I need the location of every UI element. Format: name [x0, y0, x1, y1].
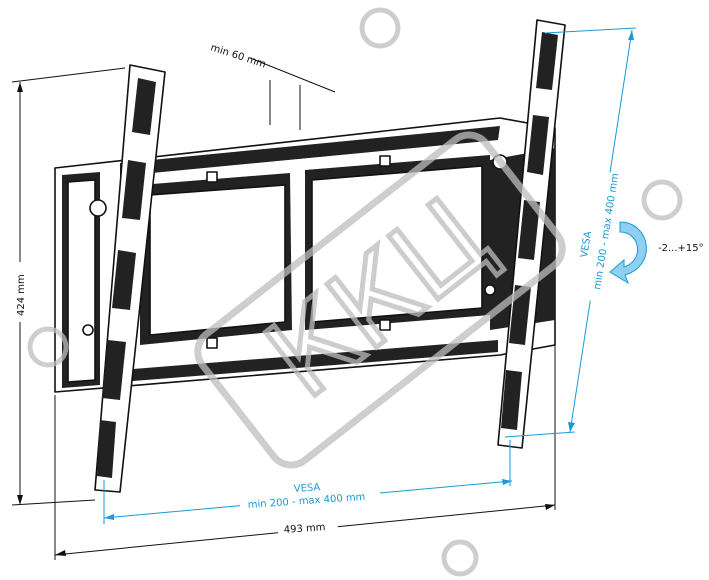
- dimension-height: 424 mm: [11, 67, 126, 506]
- dimension-vesa-horizontal: VESA min 200 - max 400 mm: [103, 440, 513, 524]
- tilt-indicator: -2...+15°: [609, 221, 704, 285]
- right-arm: [484, 19, 566, 449]
- width-label: 493 mm: [283, 522, 325, 536]
- vesa-h-title: VESA: [293, 482, 320, 495]
- dimension-min-depth: min 60 mm: [209, 42, 336, 130]
- left-arm: [82, 64, 166, 493]
- vesa-v-title: VESA: [579, 230, 594, 258]
- height-label: 424 mm: [16, 274, 27, 316]
- dimension-width: 493 mm: [54, 345, 556, 560]
- tilt-label: -2...+15°: [658, 243, 704, 254]
- tilt-arrow-icon: [609, 221, 647, 285]
- min-depth-label: min 60 mm: [209, 42, 267, 70]
